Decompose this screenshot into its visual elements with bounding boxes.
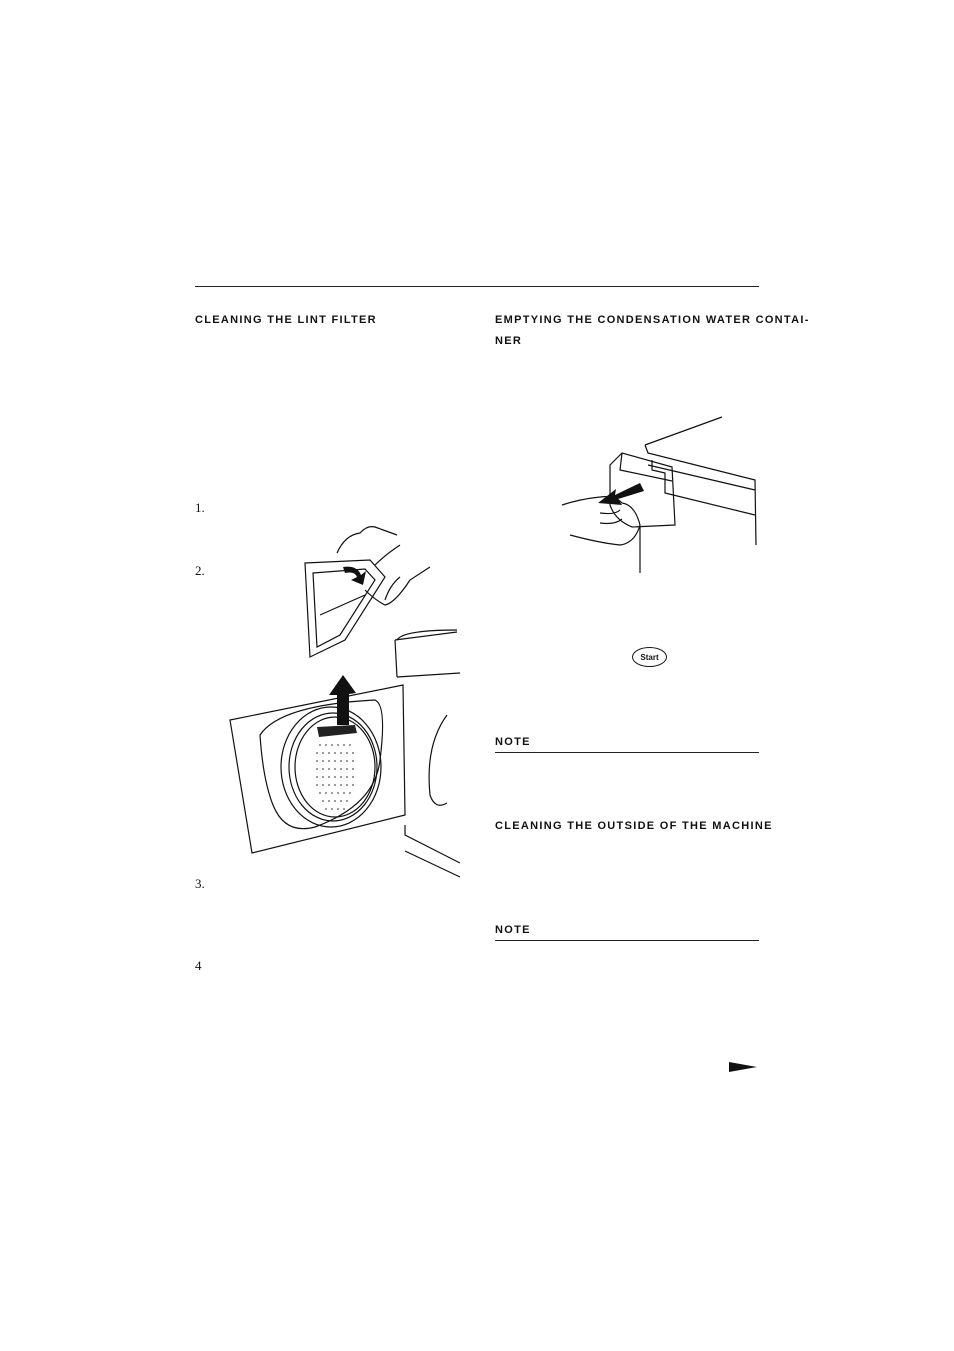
water-container-illustration [561, 416, 757, 573]
lint-filter-illustration [229, 526, 460, 878]
step-1-number: 1. [195, 500, 205, 515]
step-3-number: 3. [195, 876, 205, 891]
note-heading-1: NOTE [495, 736, 759, 753]
cleaning-outside-heading: CLEANING THE OUTSIDE OF THE MACHINE [495, 820, 773, 832]
next-page-arrow-icon [729, 1062, 757, 1072]
step-4-number: 4 [195, 958, 202, 973]
start-button-icon: Start [632, 647, 667, 667]
step-2-number: 2. [195, 563, 205, 578]
lint-filter-heading: CLEANING THE LINT FILTER [195, 314, 377, 326]
top-rule [195, 286, 759, 287]
condensation-heading-line1: EMPTYING THE CONDENSATION WATER CONTAI- [495, 314, 810, 326]
condensation-heading-line2: NER [495, 335, 523, 347]
note-heading-2: NOTE [495, 924, 759, 941]
